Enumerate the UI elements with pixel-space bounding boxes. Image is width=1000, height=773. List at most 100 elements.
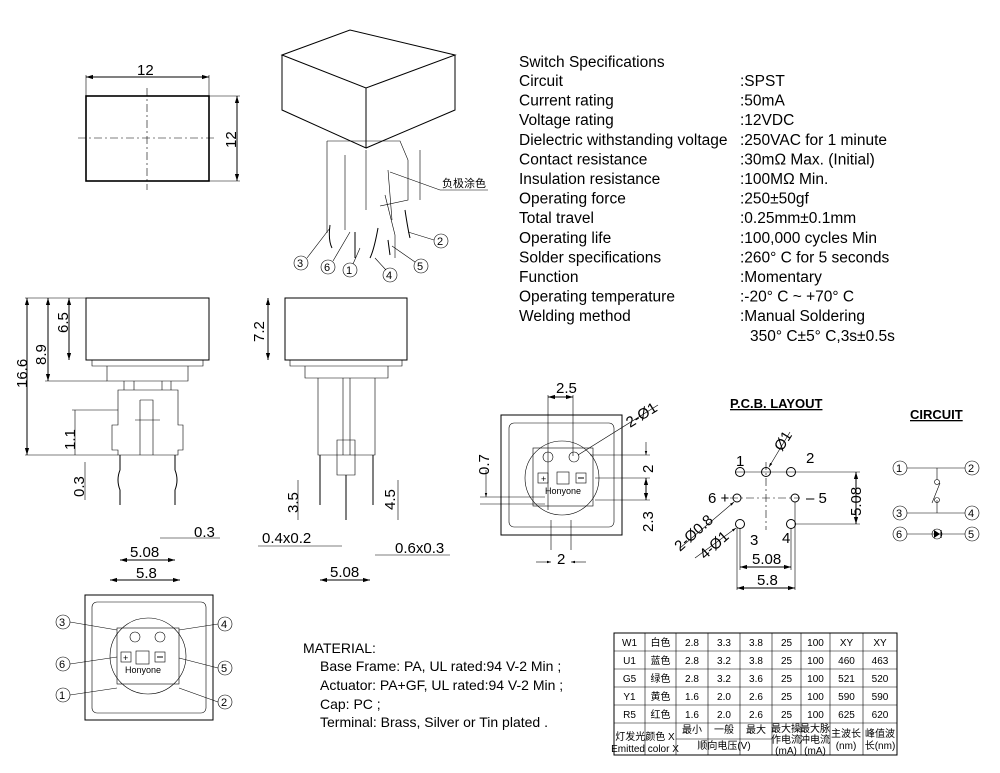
header-vf: 顺向电压(V) [697,739,750,752]
cathode-label: 负极涂色 [442,176,486,190]
table-cell: 3.2 [717,656,731,667]
spec-row: Insulation resistance:100MΩ Min. [519,171,828,188]
circuit-diagram: CIRCUIT 1 2 3 4 6 5 [892,407,980,542]
circuit-pins: 1 2 3 4 6 5 [892,460,980,542]
circuit-title: CIRCUIT [910,407,963,422]
spec-label: Dielectric withstanding voltage [519,132,728,149]
front-view: 16.6 8.9 6.5 1.1 0.3 0.3 5.08 5.8 [14,297,220,583]
pin-label: 3 [297,258,303,270]
table-cell: 红色 [651,708,671,721]
pin-label: 2 [221,697,227,709]
spec-row: Solder specifications :260° C for 5 secon… [519,249,889,266]
pin-label: 5 [417,261,423,273]
table-cell: Y1 [623,692,636,703]
top-view: 12 12 [78,62,240,190]
spec-label: Operating force [519,191,626,208]
header-dominant: 主波长 [831,727,861,740]
spec-label: Solder specifications [519,249,661,266]
dim-0-4x0-2: 0.4x0.2 [262,530,311,547]
material-title: MATERIAL: [303,640,376,656]
specs-title: Switch Specifications [519,54,665,71]
spec-value: :12VDC [740,112,794,129]
circuit-pin: 5 [968,529,974,541]
header-ip: (mA) [804,746,826,757]
table-header: 灯发光颜色 X Emitted color X 最小 一般 最大 顺向电压(V)… [611,722,895,757]
table-cell: 3.2 [717,674,731,685]
table-cell: 2.0 [717,692,731,703]
table-cell: 1.6 [685,710,699,721]
dim-2-phi1: 2-Ø1 [623,399,660,431]
table-cell: 2.6 [749,710,763,721]
header-if: 最大操 [771,722,801,735]
spec-row: Contact resistance :30mΩ Max. (Initial) [519,151,875,168]
spec-value: :250VAC for 1 minute [740,132,887,149]
spec-row: Operating life:100,000 cycles Min [519,230,877,247]
welding-extra: 350° C±5° C,3s±0.5s [750,328,895,345]
header-if: (mA) [775,746,797,757]
dim-0-7: 0.7 [476,454,493,475]
spec-value: :50mA [740,93,785,110]
dim-2-horizontal: 2 [557,551,565,568]
spec-label: Circuit [519,73,564,90]
hole-label-3: 3 [750,532,758,549]
header-ip: 最大脉 [800,722,830,735]
dim-5-08-horizontal: 5.08 [752,551,781,568]
pin-label: 6 [324,262,330,274]
dim-6-5: 6.5 [55,312,72,333]
table-cell: 520 [872,674,889,685]
pinout-view: + Honyone 3 4 6 5 1 2 [55,594,233,721]
table-cell: 620 [872,710,889,721]
table-cell: 黄色 [651,690,671,703]
table-cell: 白色 [651,636,671,649]
spec-value: :0.25mm±0.1mm [740,210,856,227]
dim-7-2: 7.2 [251,321,268,342]
circuit-pin: 6 [896,529,902,541]
hole-label-4: 4 [782,530,790,547]
hole-label-5: – 5 [806,490,827,507]
spec-row: Circuit:SPST [519,73,785,90]
table-cell: 100 [807,710,824,721]
table-cell: 2.8 [685,674,699,685]
side-view: 7.2 3.5 4.5 0.4x0.2 0.6x0.3 5.08 [251,297,450,583]
table-cell: 2.8 [685,656,699,667]
dim-4-5: 4.5 [382,489,399,510]
table-cell: W1 [622,638,637,649]
spec-value: :260° C for 5 seconds [740,249,889,266]
table-cell: 2.0 [717,710,731,721]
spec-value: :30mΩ Max. (Initial) [740,151,875,168]
pin-label: 4 [221,619,227,631]
table-cell: 100 [807,656,824,667]
header-typ: 一般 [714,723,734,736]
dim-0-6x0-3: 0.6x0.3 [395,540,444,557]
header-color-cn: 灯发光颜色 X [615,730,675,743]
spec-label: Welding method [519,308,631,325]
dim-2-vertical: 2 [640,465,657,473]
dim-0-3-vertical: 0.3 [71,476,88,497]
pin-label: 3 [59,617,65,629]
spec-label: Current rating [519,93,614,110]
table-cell: 590 [872,692,889,703]
brand-label: Honyone [545,486,581,496]
table-cell: 25 [781,692,793,703]
table-cell: 521 [838,674,855,685]
table-cell: 463 [872,656,889,667]
header-max: 最大 [746,723,766,736]
material-line: Actuator: PA+GF, UL rated:94 V-2 Min ; [320,677,563,693]
table-cell: 460 [838,656,855,667]
bottom-view: + Honyone 2.5 2-Ø1 0.7 2 2.3 2 [476,380,660,568]
table-cell: G5 [623,674,637,685]
spec-label: Voltage rating [519,112,614,129]
top-width-dim: 12 [137,62,154,79]
spec-label: Contact resistance [519,151,647,168]
table-cell: 3.8 [749,638,763,649]
dim-2-5: 2.5 [556,380,577,397]
spec-label: Operating life [519,230,611,247]
table-cell: 3.3 [717,638,731,649]
dim-3-5: 3.5 [285,492,302,513]
